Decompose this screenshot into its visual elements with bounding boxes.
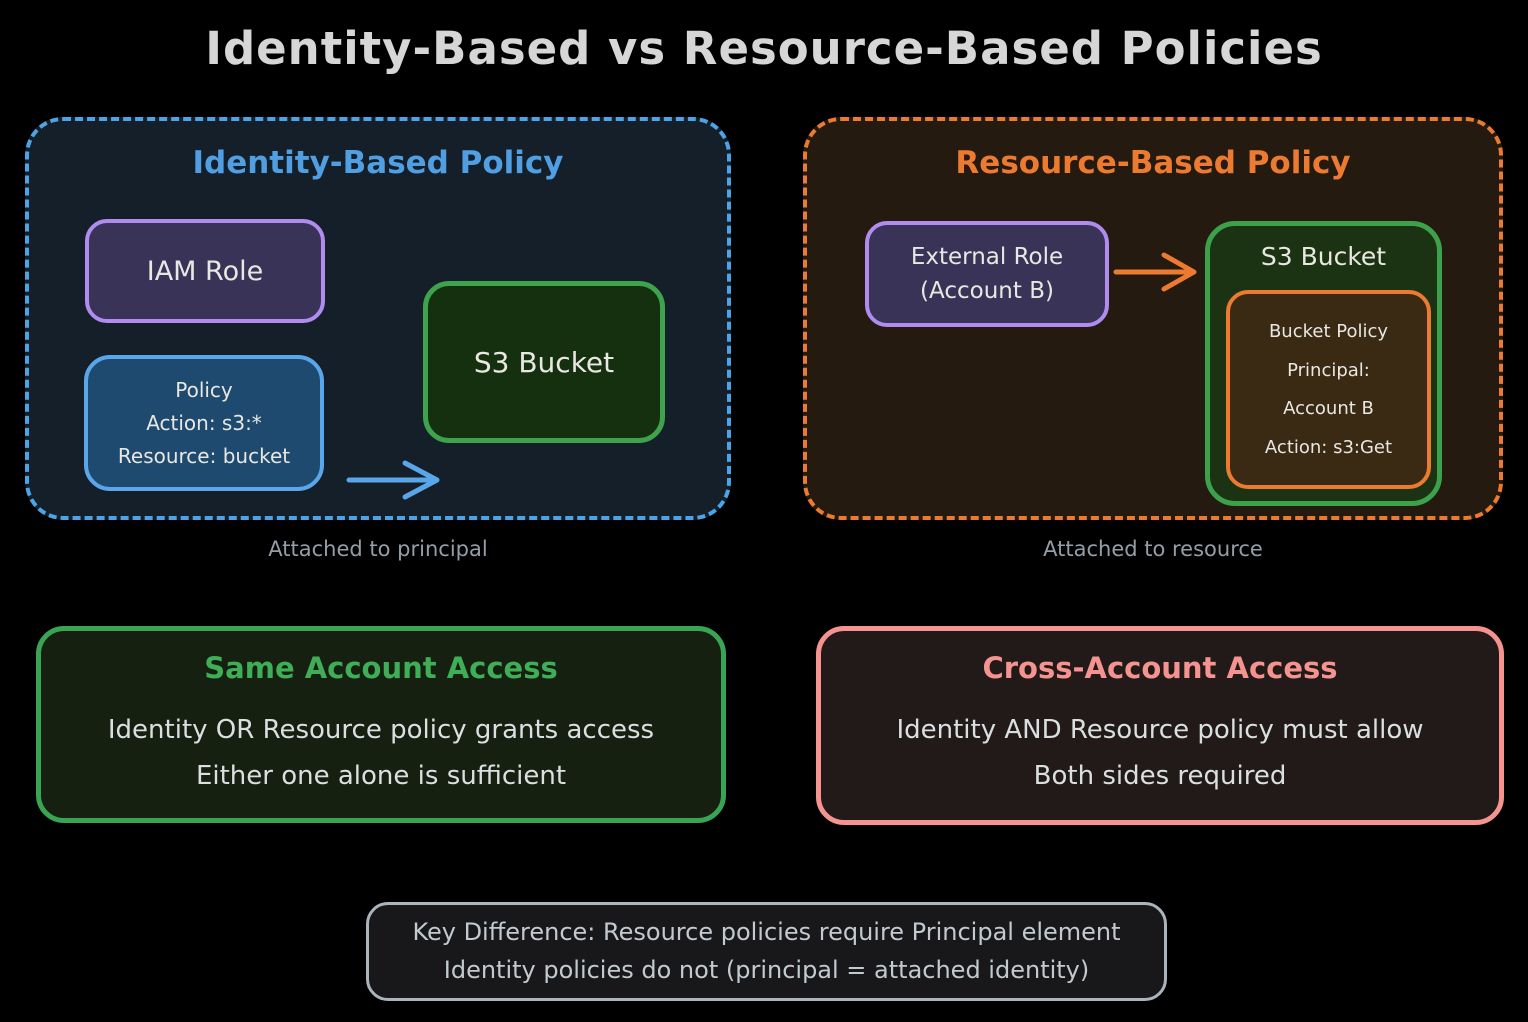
cross-account-line: Identity AND Resource policy must allow bbox=[896, 715, 1424, 745]
policy-line: Action: s3:* bbox=[146, 410, 262, 435]
arrow-policy-to-s3 bbox=[345, 457, 449, 503]
bucket-policy-line: Account B bbox=[1283, 398, 1374, 420]
policy-line: Resource: bucket bbox=[117, 443, 291, 468]
bucket-policy-line: Action: s3:Get bbox=[1264, 436, 1393, 458]
iam-role-label: IAM Role bbox=[146, 255, 264, 287]
resource-panel-caption: Attached to resource bbox=[1043, 537, 1263, 561]
same-account-line: Either one alone is sufficient bbox=[195, 761, 567, 791]
external-role-box: External Role (Account B) bbox=[865, 221, 1109, 327]
identity-panel-caption: Attached to principal bbox=[268, 537, 488, 561]
iam-role-box: IAM Role bbox=[85, 219, 325, 323]
identity-panel-title: Identity-Based Policy bbox=[192, 145, 564, 181]
external-role-line: External Role bbox=[910, 243, 1064, 270]
same-account-access-box: Same Account Access Identity OR Resource… bbox=[36, 626, 726, 823]
resource-policy-panel: Resource-Based Policy External Role (Acc… bbox=[803, 117, 1503, 520]
key-difference-line: Key Difference: Resource policies requir… bbox=[412, 918, 1121, 947]
arrow-role-to-s3 bbox=[1112, 249, 1206, 295]
policy-box: Policy Action: s3:* Resource: bucket bbox=[84, 355, 324, 491]
same-account-title: Same Account Access bbox=[204, 651, 558, 685]
s3-bucket-box-identity: S3 Bucket bbox=[423, 281, 665, 443]
cross-account-title: Cross-Account Access bbox=[982, 651, 1338, 685]
s3-bucket-label: S3 Bucket bbox=[473, 345, 615, 379]
cross-account-line: Both sides required bbox=[1033, 761, 1287, 791]
s3-bucket-box-resource: S3 Bucket Bucket Policy Principal: Accou… bbox=[1205, 221, 1442, 506]
same-account-line: Identity OR Resource policy grants acces… bbox=[107, 715, 655, 745]
s3-bucket-label: S3 Bucket bbox=[1260, 242, 1387, 271]
key-difference-box: Key Difference: Resource policies requir… bbox=[366, 902, 1167, 1001]
bucket-policy-box: Bucket Policy Principal: Account B Actio… bbox=[1226, 290, 1431, 489]
bucket-policy-line: Bucket Policy bbox=[1268, 321, 1389, 343]
page-title: Identity-Based vs Resource-Based Policie… bbox=[205, 22, 1323, 75]
bucket-policy-line: Principal: bbox=[1287, 359, 1370, 381]
key-difference-line: Identity policies do not (principal = at… bbox=[443, 955, 1090, 984]
identity-policy-panel: Identity-Based Policy IAM Role Policy Ac… bbox=[25, 117, 731, 520]
resource-panel-title: Resource-Based Policy bbox=[955, 145, 1351, 181]
external-role-line: (Account B) bbox=[920, 278, 1054, 304]
policy-line: Policy bbox=[175, 377, 233, 402]
cross-account-access-box: Cross-Account Access Identity AND Resour… bbox=[816, 626, 1504, 825]
